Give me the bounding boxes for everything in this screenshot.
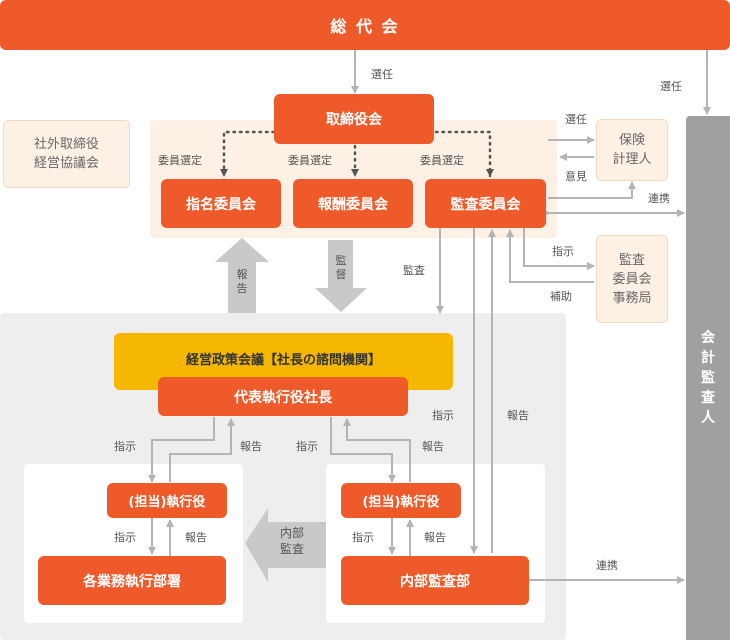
arrow-instruction-left [148,417,215,483]
label-elect-auditor: 選任 [660,80,682,93]
label-instruction-audit: 指示 [432,409,454,422]
general-meeting-box: 総 代 会 [0,0,730,50]
label-report-left: 報告 [240,440,262,453]
label-report-right-low: 報告 [424,531,446,544]
audit-secretariat-box: 監査 委員会 事務局 [596,235,668,323]
label-instruction-secretariat: 指示 [552,245,574,258]
label-member-select-3: 委員選定 [420,154,464,167]
label-assistance: 補助 [550,290,572,303]
label-member-select-2: 委員選定 [288,154,332,167]
arrow-report-left [169,418,235,482]
arrow-member-select-1 [220,130,276,178]
arrow-instruction-secretariat [523,228,595,270]
label-report-audit: 報告 [507,409,529,422]
exec-officer-left-box: (担当)執行役 [107,483,227,518]
compensation-committee-box: 報酬委員会 [293,179,413,228]
label-instruction-left: 指示 [114,440,136,453]
arrow-report-right [343,418,411,482]
label-instruction-right: 指示 [296,440,318,453]
label-internal-audit-arrow: 内部 監査 [279,526,304,556]
label-report-up: 報告 [236,268,248,295]
label-opinion: 意見 [565,170,587,183]
audit-committee-box: 監査委員会 [425,179,546,228]
label-elect-board: 選任 [371,68,393,81]
label-elect-actuary: 選任 [565,113,587,126]
arrow-member-select-3 [434,130,494,178]
president-box: 代表執行役社長 [158,377,408,416]
label-audit: 監査 [403,264,425,277]
arrow-assistance [506,229,594,283]
label-report-left-low: 報告 [185,531,207,544]
outside-council-box: 社外取締役 経営協議会 [3,120,130,188]
label-instruction-right-low: 指示 [352,531,374,544]
label-cooperation-bottom: 連携 [596,559,618,572]
board-box: 取締役会 [274,94,434,144]
arrow-instruction-right [330,417,396,483]
accounting-auditor-label: 会計監査人 [701,330,715,426]
nominating-committee-box: 指名委員会 [161,179,281,228]
arrow-internal-audit [245,508,326,582]
label-report-right: 報告 [422,440,444,453]
arrow-audit-actuary [548,181,636,199]
internal-audit-dept-box: 内部監査部 [341,556,529,605]
insurance-actuary-box: 保険 計理人 [596,119,668,181]
label-member-select-1: 委員選定 [158,154,202,167]
arrow-supervision-down [315,240,367,312]
label-supervision-down: 監督 [335,254,347,281]
arrow-report-up [215,238,269,313]
exec-officer-right-box: (担当)執行役 [341,483,461,518]
accounting-auditor-box: 会計監査人 [686,116,730,640]
business-depts-box: 各業務執行部署 [38,556,226,605]
label-instruction-left-low: 指示 [114,531,136,544]
label-cooperation-top: 連携 [648,192,670,205]
